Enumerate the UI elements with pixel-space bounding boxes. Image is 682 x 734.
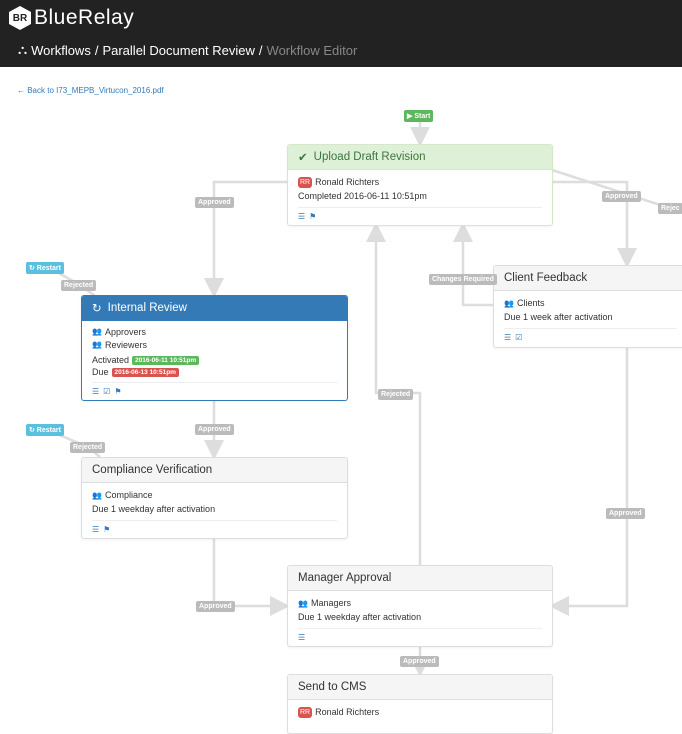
group-icon: 👥	[504, 298, 514, 308]
activated-label: Activated	[92, 355, 130, 365]
node-title: Client Feedback	[504, 272, 588, 284]
assignee: Ronald Richters	[315, 707, 380, 717]
logo[interactable]: BR BlueRelay	[9, 6, 134, 30]
restart-badge[interactable]: ↻ Restart	[26, 424, 64, 436]
refresh-icon: ↻	[92, 303, 102, 315]
node-title: Internal Review	[107, 302, 187, 314]
edge-label-rejected[interactable]: Rejected	[70, 442, 106, 453]
back-link[interactable]: ← Back to I73_MEPB_Virtucon_2016.pdf	[17, 86, 164, 95]
breadcrumb-workflows[interactable]: Workflows	[31, 42, 91, 58]
group-icon: 👥	[92, 327, 102, 336]
node-internal-review[interactable]: ↻ Internal Review 👥Approvers 👥Reviewers A…	[81, 295, 348, 401]
brand-name: BlueRelay	[34, 6, 135, 29]
sitemap-icon: ⛬	[18, 42, 28, 57]
edge-label-rejected[interactable]: Rejected	[378, 389, 414, 400]
edge-label-approved[interactable]: Approved	[602, 191, 641, 202]
edge-label-approved[interactable]: Approved	[195, 424, 234, 435]
edge-label-approved[interactable]: Approved	[606, 508, 645, 519]
due-text: Due 1 weekday after activation	[298, 612, 422, 622]
due-text: Due 1 weekday after activation	[92, 504, 216, 514]
list-icon[interactable]: ☰	[92, 525, 100, 534]
flag-icon[interactable]: ⚑	[309, 212, 317, 221]
checkbox-icon[interactable]: ☑	[515, 333, 523, 342]
edge-label-changes-required[interactable]: Changes Required	[429, 274, 497, 285]
edge-label-approved[interactable]: Approved	[195, 197, 234, 208]
top-bar: BR BlueRelay ⛬ Workflows/ Parallel Docum…	[0, 0, 682, 67]
edge-label-rejected[interactable]: Rejected	[61, 280, 97, 291]
due-text: Due 1 week after activation	[504, 312, 613, 322]
group: Compliance	[104, 490, 153, 500]
group: Managers	[310, 598, 351, 608]
edge-label-approved[interactable]: Approved	[400, 656, 439, 667]
node-title: Compliance Verification	[92, 464, 213, 476]
flag-icon[interactable]: ⚑	[114, 387, 122, 396]
activated-badge: 2016-06-11 10:51pm	[132, 355, 200, 365]
group-icon: 👥	[92, 340, 102, 349]
list-icon[interactable]: ☰	[298, 212, 306, 221]
edge-client-manager	[549, 347, 629, 616]
breadcrumb-current: Workflow Editor	[266, 42, 358, 58]
node-title: Manager Approval	[298, 572, 392, 584]
list-icon[interactable]: ☰	[92, 387, 100, 396]
group: Reviewers	[104, 339, 147, 350]
edge-label-approved[interactable]: Approved	[196, 601, 235, 612]
node-title: Upload Draft Revision	[313, 151, 426, 163]
check-icon: ✔	[298, 152, 308, 164]
group: Clients	[516, 298, 545, 308]
list-icon[interactable]: ☰	[298, 633, 306, 642]
restart-badge[interactable]: ↻ Restart	[26, 262, 64, 274]
avatar: RR	[298, 176, 313, 188]
node-compliance-verification[interactable]: Compliance Verification 👥Compliance Due …	[81, 457, 348, 539]
edge-label-rejected[interactable]: Rejec	[658, 203, 682, 214]
logo-icon: BR	[9, 6, 31, 30]
breadcrumb: ⛬ Workflows/ Parallel Document Review/ W…	[18, 42, 358, 58]
flag-icon[interactable]: ⚑	[103, 525, 111, 534]
node-manager-approval[interactable]: Manager Approval 👥Managers Due 1 weekday…	[287, 565, 553, 647]
node-title: Send to CMS	[298, 681, 367, 693]
group-icon: 👥	[298, 598, 308, 608]
due-label: Due	[92, 367, 109, 377]
breadcrumb-workflow[interactable]: Parallel Document Review	[102, 42, 255, 58]
status-text: Completed 2016-06-11 10:51pm	[298, 191, 427, 201]
start-badge[interactable]: ▶ Start	[404, 110, 434, 122]
due-badge: 2016-06-13 10:51pm	[111, 367, 179, 377]
node-client-feedback[interactable]: Client Feedback 👥Clients Due 1 week afte…	[493, 265, 682, 348]
edge-compliance-manager	[212, 538, 290, 616]
assignee: Ronald Richters	[315, 177, 380, 187]
group: Approvers	[104, 326, 146, 337]
edge-client-changes	[453, 222, 493, 307]
checkbox-icon[interactable]: ☑	[103, 387, 111, 396]
edge-upload-internal	[204, 180, 287, 298]
edge-upload-client	[552, 180, 637, 268]
group-icon: 👥	[92, 490, 102, 500]
avatar: RR	[298, 706, 313, 718]
list-icon[interactable]: ☰	[504, 333, 512, 342]
